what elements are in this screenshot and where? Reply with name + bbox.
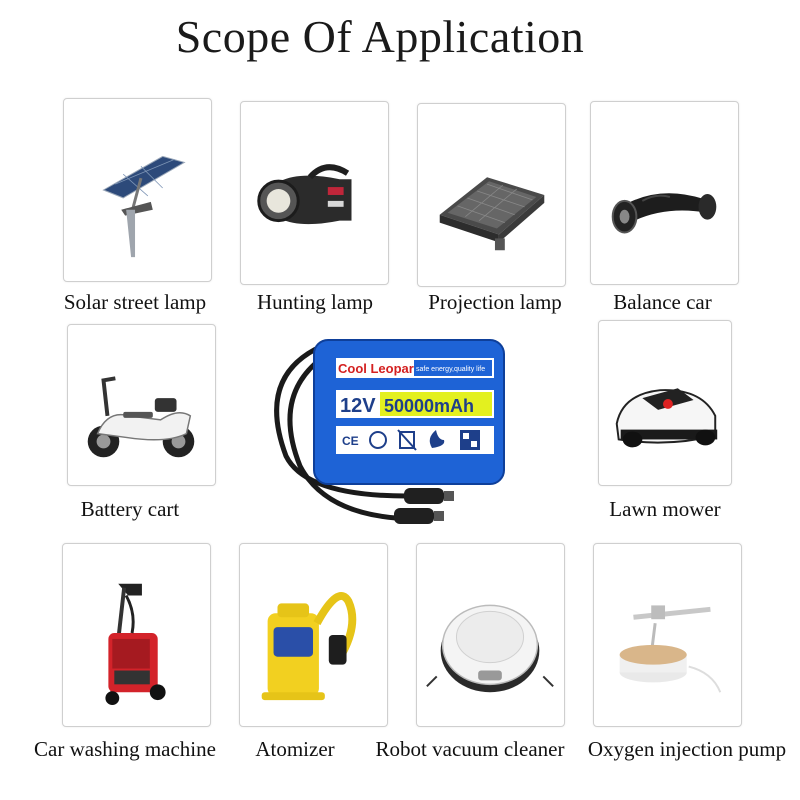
voltage-text: 12V <box>340 395 376 417</box>
ce-icon: CE <box>342 434 359 448</box>
card-lawn-mower <box>598 320 732 486</box>
label-solar-street-lamp: Solar street lamp <box>63 290 207 314</box>
label-atomizer: Atomizer <box>255 737 335 761</box>
label-battery-cart: Battery cart <box>80 497 180 521</box>
cable-1 <box>274 343 437 501</box>
dc-plug-1 <box>404 488 444 504</box>
fire-icon <box>429 430 445 448</box>
label-robot-vacuum: Robot vacuum cleaner <box>375 737 565 761</box>
label-lawn-mower: Lawn mower <box>609 497 721 521</box>
card-solar-street-lamp <box>63 98 212 282</box>
label-car-washing-machine: Car washing machine <box>34 737 216 761</box>
label-hunting-lamp: Hunting lamp <box>256 290 374 314</box>
tagline-text: safe energy,quality life <box>416 366 485 373</box>
lawn-mower-icon <box>615 388 718 448</box>
card-robot-vacuum <box>416 543 565 727</box>
battery-cart-icon <box>87 376 195 458</box>
brand-text: Cool Leopard <box>338 361 422 376</box>
balance-car-icon <box>611 193 717 234</box>
atomizer-icon <box>261 592 357 701</box>
card-battery-cart <box>67 324 216 486</box>
label-projection-lamp: Projection lamp <box>428 290 562 314</box>
oxygen-pump-icon <box>619 605 722 693</box>
cable-2 <box>287 356 424 521</box>
card-car-washing-machine <box>62 543 211 727</box>
car-washing-machine-icon <box>105 583 166 706</box>
card-balance-car <box>590 101 739 285</box>
page-title: Scope Of Application <box>175 11 585 62</box>
recycle-icon <box>369 431 387 449</box>
card-oxygen-pump <box>593 543 742 727</box>
solar-street-lamp-icon <box>102 155 186 258</box>
no-trash-icon <box>399 431 415 449</box>
card-atomizer <box>239 543 388 727</box>
card-projection-lamp <box>417 103 566 287</box>
battery-pack: Cool Leopard safe energy,quality life 12… <box>274 339 505 524</box>
capacity-text: 50000mAh <box>384 396 474 416</box>
label-oxygen-pump: Oxygen injection pump <box>587 737 787 761</box>
card-hunting-lamp <box>240 101 389 285</box>
hunting-lamp-icon <box>257 164 352 225</box>
projection-lamp-icon <box>439 177 545 251</box>
dc-plug-2 <box>394 508 434 524</box>
label-balance-car: Balance car <box>613 290 712 314</box>
robot-vacuum-icon <box>426 604 554 693</box>
